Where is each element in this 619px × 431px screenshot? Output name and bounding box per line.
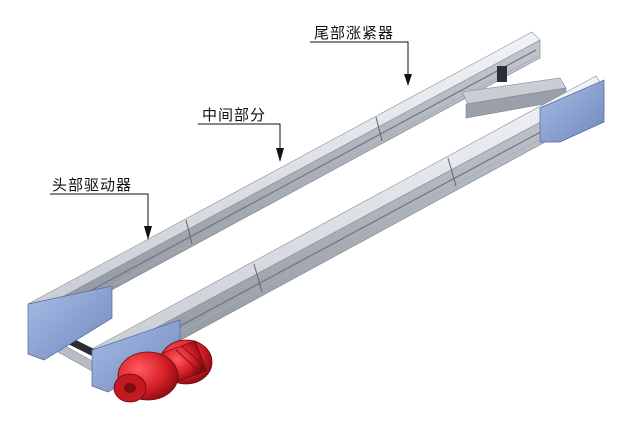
leader-tail-tensioner xyxy=(310,41,412,86)
label-head-drive: 头部驱动器 xyxy=(52,176,133,194)
leader-head-drive xyxy=(50,193,152,240)
leader-middle-section xyxy=(198,123,284,162)
back-rail xyxy=(27,31,541,333)
tail-end-plate xyxy=(539,79,605,143)
head-end-plate-back xyxy=(27,285,113,361)
gear-motor xyxy=(113,339,213,403)
label-middle-section: 中间部分 xyxy=(202,106,267,124)
tail-cross-frame xyxy=(461,66,567,119)
label-tail-tensioner: 尾部涨紧器 xyxy=(314,24,395,42)
tensioner-block xyxy=(497,66,507,82)
